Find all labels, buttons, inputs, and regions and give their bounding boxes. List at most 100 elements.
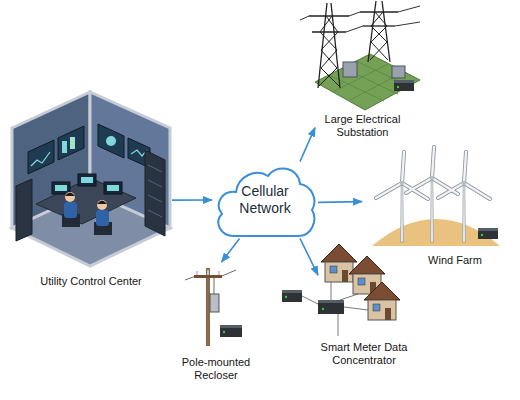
wind-farm-illustration — [481, 234, 483, 236]
recloser-pole-illustration — [214, 278, 215, 294]
substation-illustration — [343, 62, 357, 77]
recloser-pole-illustration — [206, 268, 210, 346]
control-center-illustration — [145, 150, 165, 236]
substation-illustration — [300, 1, 420, 110]
substation-illustration — [398, 6, 420, 12]
houses-illustration — [340, 294, 358, 300]
houses-illustration — [318, 300, 344, 314]
wind-farm-illustration — [432, 178, 458, 194]
site-node: Pole-mounted Recloser — [160, 262, 272, 372]
connector-arrow — [300, 128, 315, 162]
cloud-label: Cellular Network — [225, 183, 305, 217]
connector-arrow — [222, 238, 240, 262]
control-center-illustration — [97, 201, 107, 205]
wind-farm-illustration — [406, 178, 432, 193]
substation-illustration — [349, 12, 360, 16]
control-center-illustration — [98, 124, 124, 158]
houses-illustration — [285, 296, 287, 298]
control-center-illustration — [28, 140, 54, 174]
substation-illustration — [397, 86, 399, 88]
substation-illustration — [392, 66, 405, 78]
wind-farm-illustration — [430, 176, 434, 180]
wind-farm-illustration — [376, 147, 490, 199]
houses-illustration — [358, 278, 365, 285]
wind-farm-illustration — [431, 179, 434, 242]
wind-farm-illustration — [376, 183, 402, 198]
substation-illustration — [333, 64, 388, 92]
houses-illustration — [373, 304, 380, 311]
control-center-illustration — [16, 179, 32, 241]
substation-illustration — [315, 54, 420, 110]
connector-arrow — [300, 238, 318, 275]
control-center-illustration — [81, 177, 93, 183]
control-center-illustration — [148, 180, 162, 187]
control-center-illustration — [106, 136, 116, 146]
houses-illustration — [322, 308, 324, 310]
houses-illustration — [368, 300, 396, 320]
substation-illustration — [360, 11, 398, 12]
recloser-pole-illustration — [222, 270, 236, 276]
houses-illustration — [282, 290, 302, 293]
recloser-pole-illustration — [220, 325, 242, 328]
control-center-illustration — [58, 126, 84, 160]
recloser-pole-illustration — [220, 325, 242, 337]
recloser-pole-illustration — [218, 271, 220, 275]
wind-farm-illustration — [464, 152, 466, 183]
houses-illustration — [364, 282, 400, 300]
houses-illustration — [349, 256, 385, 274]
node-label: Smart Meter Data Concentrator — [314, 341, 414, 367]
control-center-illustration — [31, 152, 50, 166]
control-center-illustration — [148, 165, 162, 172]
wind-farm-illustration — [376, 147, 490, 199]
wind-farm-illustration — [432, 178, 458, 194]
wind-farm-illustration — [478, 228, 498, 231]
control-center-illustration — [148, 195, 162, 202]
substation-illustration — [368, 1, 376, 62]
wind-farm-illustration — [464, 183, 490, 199]
houses-illustration — [282, 290, 302, 302]
wind-farm-illustration — [372, 147, 500, 246]
wind-farm-illustration — [406, 178, 432, 193]
control-center-illustration — [12, 92, 170, 266]
node-label: Utility Control Center — [10, 275, 172, 288]
wind-farm-illustration — [402, 183, 428, 199]
control-center-illustration — [104, 182, 122, 194]
control-center-illustration — [65, 192, 75, 202]
recloser-pole-illustration — [194, 275, 222, 278]
recloser-pole-illustration — [185, 268, 242, 346]
wind-farm-illustration — [463, 184, 466, 242]
control-center-illustration — [65, 193, 75, 197]
houses-illustration — [302, 296, 318, 304]
houses-illustration — [321, 244, 357, 262]
substation-illustration — [312, 31, 346, 32]
node-label: Large Electrical Substation — [315, 113, 410, 139]
node-label: Pole-mounted Recloser — [160, 356, 272, 382]
control-center-illustration — [64, 202, 77, 218]
wind-farm-illustration — [438, 183, 464, 198]
substation-illustration — [394, 80, 414, 91]
wind-farm-illustration — [402, 152, 404, 183]
substation-illustration — [382, 1, 390, 62]
recloser-pole-illustration — [196, 271, 198, 275]
site-node: Utility Control Center — [10, 85, 172, 292]
substation-illustration — [395, 22, 420, 26]
connector-arrow — [318, 201, 362, 203]
substation-illustration — [319, 16, 338, 86]
control-center-illustration — [107, 185, 119, 191]
control-center-illustration — [62, 141, 67, 153]
recloser-pole-illustration — [210, 294, 219, 312]
network-cloud: Cellular Network — [212, 160, 318, 240]
site-node: Smart Meter Data Concentrator — [318, 240, 410, 370]
wind-farm-illustration — [402, 152, 404, 183]
control-center-illustration — [78, 174, 96, 186]
houses-illustration — [330, 266, 337, 273]
recloser-pole-illustration — [207, 270, 209, 275]
wind-farm-illustration — [401, 184, 404, 242]
houses-illustration — [344, 307, 368, 310]
houses-illustration — [385, 308, 391, 320]
substation-illustration — [300, 16, 309, 20]
control-center-illustration — [97, 200, 107, 210]
houses-illustration — [325, 262, 353, 282]
houses-illustration — [338, 314, 339, 336]
